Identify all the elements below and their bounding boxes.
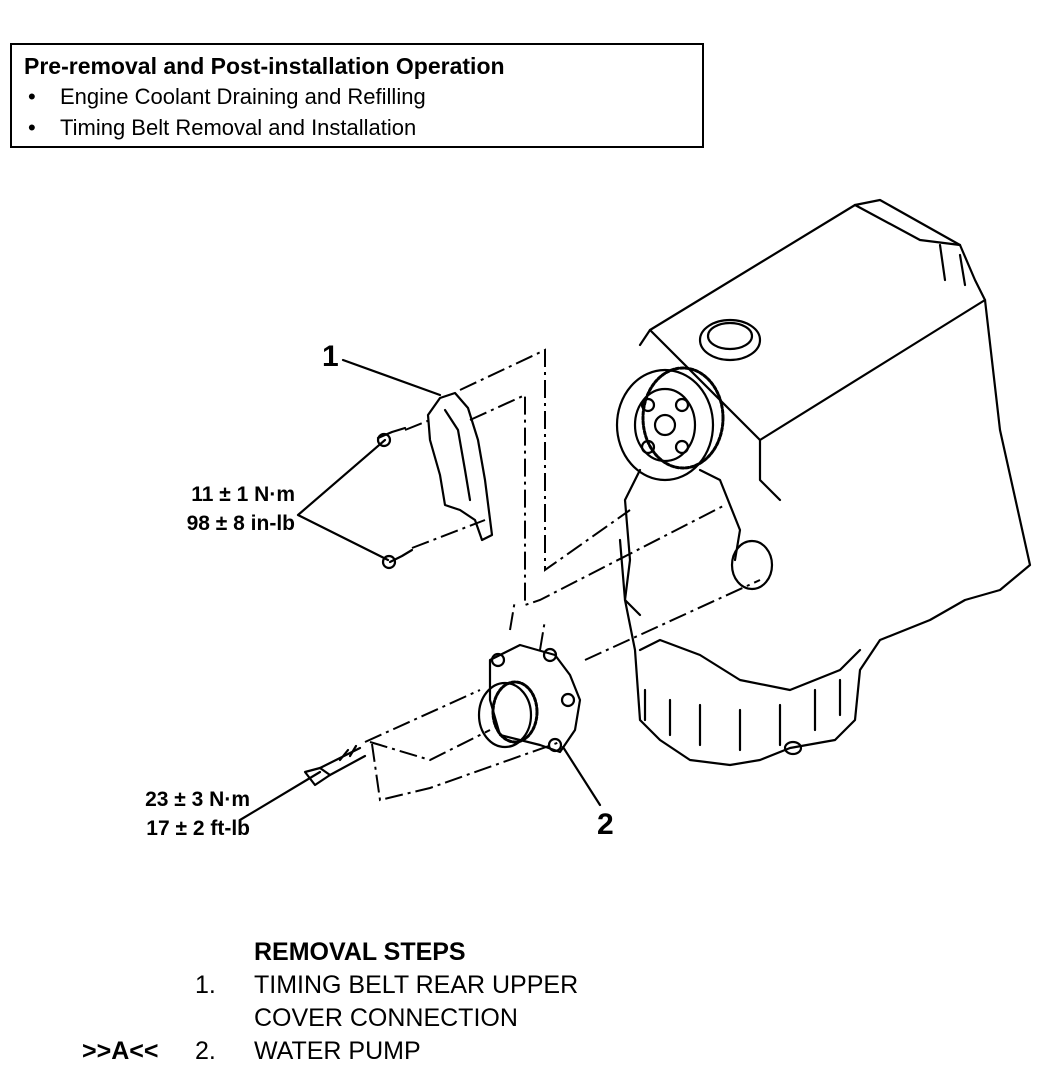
cover-bolt-torque-spec: 11 ± 1 N·m 98 ± 8 in-lb xyxy=(150,480,295,538)
step-reference-tag: >>A<< xyxy=(82,1037,159,1065)
cover-bolt-upper xyxy=(376,426,407,448)
info-box-item: •Engine Coolant Draining and Refilling xyxy=(28,84,426,109)
torque-imperial: 17 ± 2 ft-lb xyxy=(146,817,250,840)
callout-part-1: 1 xyxy=(322,340,339,373)
step-text: COVER CONNECTION xyxy=(254,1004,518,1032)
step-number: 2. xyxy=(195,1037,216,1065)
torque-metric: 23 ± 3 N·m xyxy=(145,788,250,811)
info-box-title: Pre-removal and Post-installation Operat… xyxy=(24,53,505,79)
removal-steps: REMOVAL STEPS 1. TIMING BELT REAR UPPER … xyxy=(0,938,1056,1070)
water-pump xyxy=(477,643,582,754)
info-box-item: •Timing Belt Removal and Installation xyxy=(28,115,417,140)
removal-step: >>A<< 2. WATER PUMP xyxy=(0,1037,1056,1070)
oil-filler-cap xyxy=(698,318,762,362)
cover-bolt-lower xyxy=(381,548,414,570)
camshaft-sprocket xyxy=(615,366,725,482)
step-text: TIMING BELT REAR UPPER xyxy=(254,971,579,999)
removal-step-continued: COVER CONNECTION xyxy=(0,1004,1056,1037)
torque-imperial: 98 ± 8 in-lb xyxy=(186,512,295,535)
removal-step: 1. TIMING BELT REAR UPPER xyxy=(0,971,1056,1004)
torque-metric: 11 ± 1 N·m xyxy=(191,483,295,506)
removal-steps-heading: REMOVAL STEPS xyxy=(254,938,466,966)
step-number: 1. xyxy=(195,971,216,999)
pre-removal-operation-box: Pre-removal and Post-installation Operat… xyxy=(10,43,704,148)
callout-part-2: 2 xyxy=(597,808,614,841)
water-pump-bolt xyxy=(303,744,367,787)
pump-bolt-torque-spec: 23 ± 3 N·m 17 ± 2 ft-lb xyxy=(110,785,250,843)
timing-belt-rear-upper-cover xyxy=(426,391,494,542)
step-text: WATER PUMP xyxy=(254,1037,421,1065)
engine-block xyxy=(623,198,1032,767)
